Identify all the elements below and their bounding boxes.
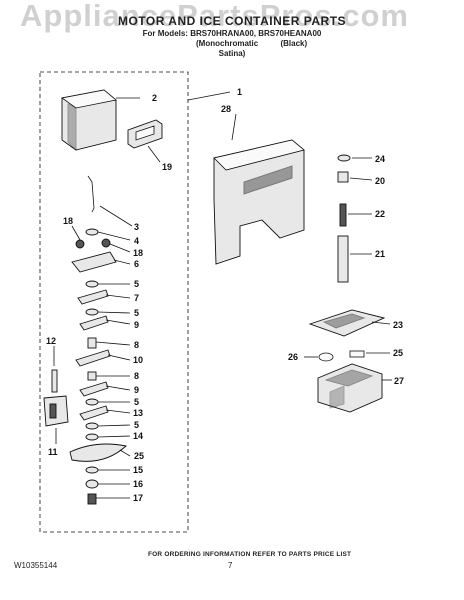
watermark-text: AppliancePartsPros.com xyxy=(20,0,409,33)
callout-16: 16 xyxy=(133,479,143,489)
callout-3: 3 xyxy=(134,222,139,232)
page-title: MOTOR AND ICE CONTAINER PARTS xyxy=(117,14,347,28)
part-26-washer xyxy=(304,352,334,362)
callout-19: 19 xyxy=(162,162,172,172)
callout-9a: 9 xyxy=(134,320,139,330)
callout-24: 24 xyxy=(375,154,385,164)
part-23-motor-cover xyxy=(308,309,391,337)
callout-2: 2 xyxy=(152,93,157,103)
callout-6: 6 xyxy=(134,259,139,269)
motor-shaft-column xyxy=(337,154,373,283)
callout-8a: 8 xyxy=(134,340,139,350)
assembly-boundary xyxy=(39,71,189,533)
callout-27: 27 xyxy=(394,376,404,386)
callout-18a: 18 xyxy=(63,216,73,226)
callout-18b: 18 xyxy=(133,248,143,258)
callout-13: 13 xyxy=(133,408,143,418)
callout-25a: 25 xyxy=(134,451,144,461)
callout-5c: 5 xyxy=(134,397,139,407)
callout-21: 21 xyxy=(375,249,385,259)
callout-25b: 25 xyxy=(393,348,403,358)
part-12-pin xyxy=(51,346,58,393)
page-number: 7 xyxy=(228,561,233,570)
part-11-block xyxy=(43,395,69,444)
callout-5d: 5 xyxy=(134,420,139,430)
callout-17: 17 xyxy=(133,493,143,503)
callout-28: 28 xyxy=(221,104,231,114)
callout-9b: 9 xyxy=(134,385,139,395)
part-19-bracket xyxy=(127,119,163,163)
callout-23: 23 xyxy=(393,320,403,330)
callout-8b: 8 xyxy=(134,371,139,381)
part-25-spring xyxy=(349,350,390,358)
callout-labels: 2 1 28 19 3 4 18 18 6 5 7 5 9 8 10 8 9 5… xyxy=(46,87,404,503)
callout-7a: 7 xyxy=(134,293,139,303)
callout-22: 22 xyxy=(375,209,385,219)
callout-4: 4 xyxy=(134,236,139,246)
part-2-housing xyxy=(61,89,140,152)
callout-11: 11 xyxy=(48,447,58,457)
callout-5a: 5 xyxy=(134,279,139,289)
callout-5b: 5 xyxy=(134,308,139,318)
leader-1 xyxy=(187,91,231,101)
callout-1: 1 xyxy=(237,87,242,97)
callout-14: 14 xyxy=(133,431,143,441)
part-28-cover xyxy=(213,113,305,265)
variant-line: (Monochromatic (Black) xyxy=(196,39,308,48)
variant-line-2: Satina) xyxy=(218,49,246,58)
document-number: W10355144 xyxy=(14,561,58,570)
callout-15: 15 xyxy=(133,465,143,475)
part-3-shaft xyxy=(87,175,133,227)
callout-26: 26 xyxy=(288,352,298,362)
callout-12: 12 xyxy=(46,336,56,346)
blade-stack xyxy=(69,228,127,505)
stack-leaders xyxy=(71,225,131,499)
callout-20: 20 xyxy=(375,176,385,186)
models-line: For Models: BRS70HRANA00, BRS70HEANA00 xyxy=(142,29,322,38)
part-27-motor xyxy=(317,363,392,413)
ordering-info: FOR ORDERING INFORMATION REFER TO PARTS … xyxy=(148,551,352,558)
callout-10: 10 xyxy=(133,355,143,365)
